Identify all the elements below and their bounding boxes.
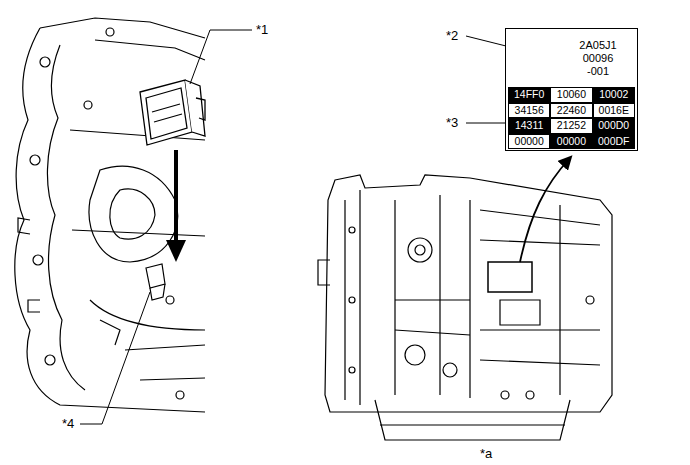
right-side-view <box>318 175 612 440</box>
callout-number: *a <box>480 446 492 461</box>
table-cell: 000DF <box>593 134 635 150</box>
table-cell: 00000 <box>550 134 592 150</box>
left-case-view <box>15 18 205 412</box>
callout-number: *4 <box>62 416 74 431</box>
control-module <box>140 80 205 145</box>
table-cell: 21252 <box>550 118 592 134</box>
label-location <box>488 262 532 292</box>
leader-line <box>80 30 252 424</box>
install-arrow <box>166 150 186 262</box>
table-cell: 22460 <box>550 103 592 119</box>
detail-arrow <box>520 158 570 262</box>
callout-number: *1 <box>256 22 268 37</box>
table-cell: 10002 <box>593 87 635 103</box>
table-cell: 000D0 <box>593 118 635 134</box>
callout-number: *2 <box>446 28 458 43</box>
table-cell: 00000 <box>508 134 550 150</box>
table-cell: 34156 <box>508 103 550 119</box>
table-cell: 14311 <box>508 118 550 134</box>
table-cell: 0016E <box>593 103 635 119</box>
callout-number: *3 <box>446 115 458 130</box>
table-cell: 10060 <box>550 87 592 103</box>
label-code: 2A05J1 00096 -001 <box>572 39 624 78</box>
table-cell: 14FF0 <box>508 87 550 103</box>
